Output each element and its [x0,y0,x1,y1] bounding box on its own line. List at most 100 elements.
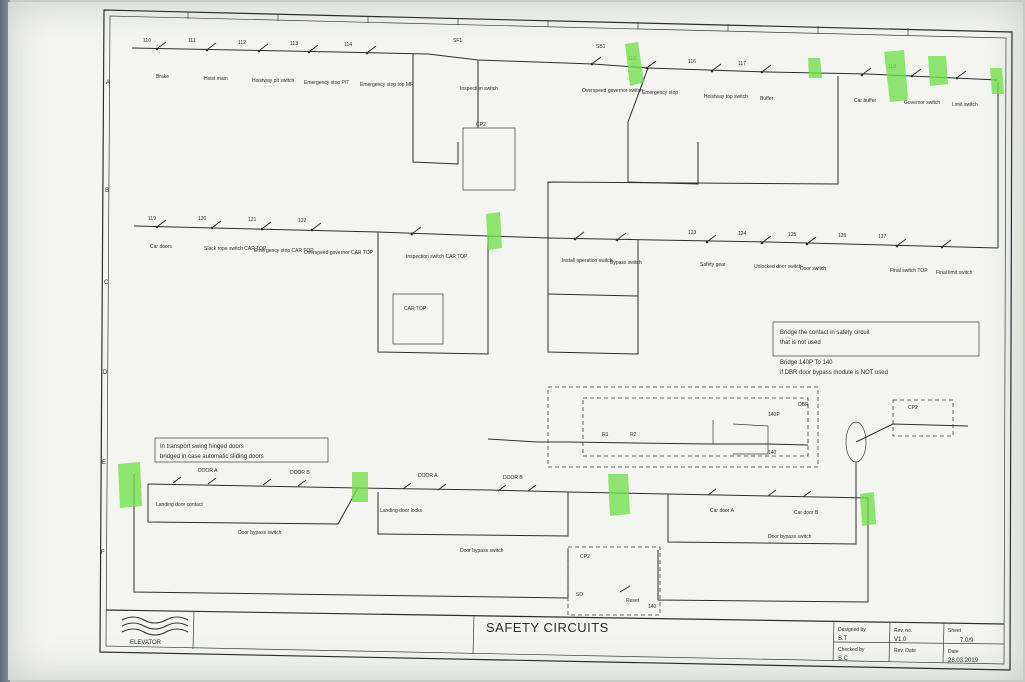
row-letter-b: B [105,188,109,194]
coil-tag-door-b-2: DOOR B [503,475,523,481]
notes: Bridge the contact in safety circuit tha… [772,321,980,376]
tag-117: 117 [738,61,746,67]
row3-label-0: Landing door contact [156,502,203,508]
logo-caption: ELEVATOR [130,640,162,646]
tag-112: 112 [238,40,246,46]
title-block: ELEVATOR SAFETY CIRCUITS Designed by S.T… [105,609,1005,664]
checked-value: S.C [838,656,849,662]
row1-label-9: Buffer [760,96,774,102]
safety-chain-row-2: Car doors Slack rope switch CAR TOP Emer… [133,82,999,355]
row1-label-6: Overspeed governor switch [582,88,643,94]
tag-113: 113 [290,41,298,47]
safety-circuit-schematic: A B C D E F Brake [99,9,1013,671]
row1-label-11: Governor switch [904,100,940,106]
tag-coil-cp2: CP2 [476,122,486,128]
tag-125: 125 [788,232,797,238]
row3-label-6: Door bypass switch [768,534,812,540]
tag-sf1: SF1 [453,38,462,44]
rev-no-value: V1.0 [894,637,907,643]
coil-tag-dbr: DBR [798,402,809,408]
row3-contacts [172,476,812,593]
row2-label-10: Final switch TOP [890,268,928,274]
rev-no-label: Rev. no. [894,628,912,634]
bypass-note-2: if DBR door bypass module is NOT used [780,370,888,376]
row3-label-3: Door bypass switch [460,548,504,554]
sheet-label: Sheet [948,628,962,634]
row2-label-7: Safety gear [700,262,726,268]
tag-r1: R1 [602,432,609,438]
binder-edge [0,0,10,682]
highlighter-marks [118,42,1004,526]
company-logo: ELEVATOR [121,616,189,646]
door-chain-row-3: In transport swing hinged doors bridged … [133,437,869,616]
row1-label-3: Emergency stop PIT [304,80,349,86]
row1-label-1: Hoist main [204,76,228,82]
rev-date-label: Rev. Date [894,648,916,654]
tag-cp2-box: CP2 [580,554,590,560]
inner-border [105,15,1007,665]
row3-label-5: Car door B [794,510,819,516]
door-note-1: In transport swing hinged doors [160,444,244,450]
tag-124: 124 [738,231,747,237]
tag-116: 116 [688,59,696,65]
tag-122: 122 [298,218,307,224]
drawing-sheet: A B C D E F Brake [8,2,1023,680]
tag-120: 120 [198,216,207,222]
row-letters: A B C D E F [101,80,110,556]
row1-label-8: Hoistway top switch [704,94,748,100]
coil-tag-door-a-2: DOOR A [418,473,438,479]
tag-123: 123 [688,230,697,236]
sheet-value: 7.0/9 [960,638,974,644]
row3-label-2: Landing door locks [380,508,422,514]
row2-label-1: Slack rope switch CAR TOP [204,246,267,252]
column-ticks [187,12,909,35]
row1-label-12: Limit switch [952,102,978,108]
tag-sb1: SB1 [596,44,606,50]
row1-label-5: Inspection switch [460,86,498,92]
row1-contacts [155,41,967,80]
tag-110: 110 [143,38,151,44]
coil-tag-door-b-1: DOOR B [290,470,310,476]
door-note-2: bridged in case automatic sliding doors [160,454,264,460]
tag-140-box: 140 [648,604,657,610]
tag-126: 126 [838,233,847,239]
row1-label-10: Car buffer [854,98,876,104]
tag-140p: 140P [768,412,780,418]
row3-label-7: Reset [626,598,640,604]
row-letter-a: A [106,80,110,86]
drawing-title: SAFETY CIRCUITS [486,620,609,635]
tag-sd: SD [576,592,583,598]
tag-127: 127 [878,234,887,240]
tag-111: 111 [188,38,196,44]
row3-label-1: Door bypass switch [238,530,282,536]
row3-label-4: Car door A [710,508,735,514]
row2-label-3: Overspeed governor CAR TOP [304,250,374,256]
row2-contacts [155,219,952,249]
row2-label-9: Door switch [800,266,826,272]
tag-140: 140 [768,450,777,456]
row1-label-0: Brake [156,74,169,80]
row2-label-2: Emergency stop CAR TOP [254,248,314,254]
tag-119: 119 [148,216,156,222]
coil-tag-door-a-1: DOOR A [198,468,218,474]
tag-r2: R2 [630,432,637,438]
row2-label-8: Unlocked door switch [754,264,802,270]
row-letter-c: C [104,280,109,286]
row-letter-d: D [103,370,108,376]
coil-tag-cartop: CAR TOP [404,306,427,312]
designed-label: Designed by [838,627,866,633]
row2-label-4: Inspection switch CAR TOP [406,254,468,260]
row-letter-f: F [101,550,105,556]
designed-value: S.T [838,636,848,642]
bridge-note-2: that is not used [780,340,821,346]
row2-label-11: Final limit switch [936,270,973,276]
bridge-note-1: Bridge the contact in safety circuit [780,330,870,336]
date-value: 28.03.2019 [948,658,979,664]
row-letter-e: E [102,460,106,466]
cp2-tag: CP2 [908,405,918,411]
checked-label: Checked by [838,647,865,653]
row1-label-7: Emergency stop [642,90,678,96]
door-bypass-module: DBR 140P 140 R1 R2 CP2 [538,386,969,468]
drawing-border [99,9,1013,671]
row2-label-5: Install operation switch [562,258,613,264]
